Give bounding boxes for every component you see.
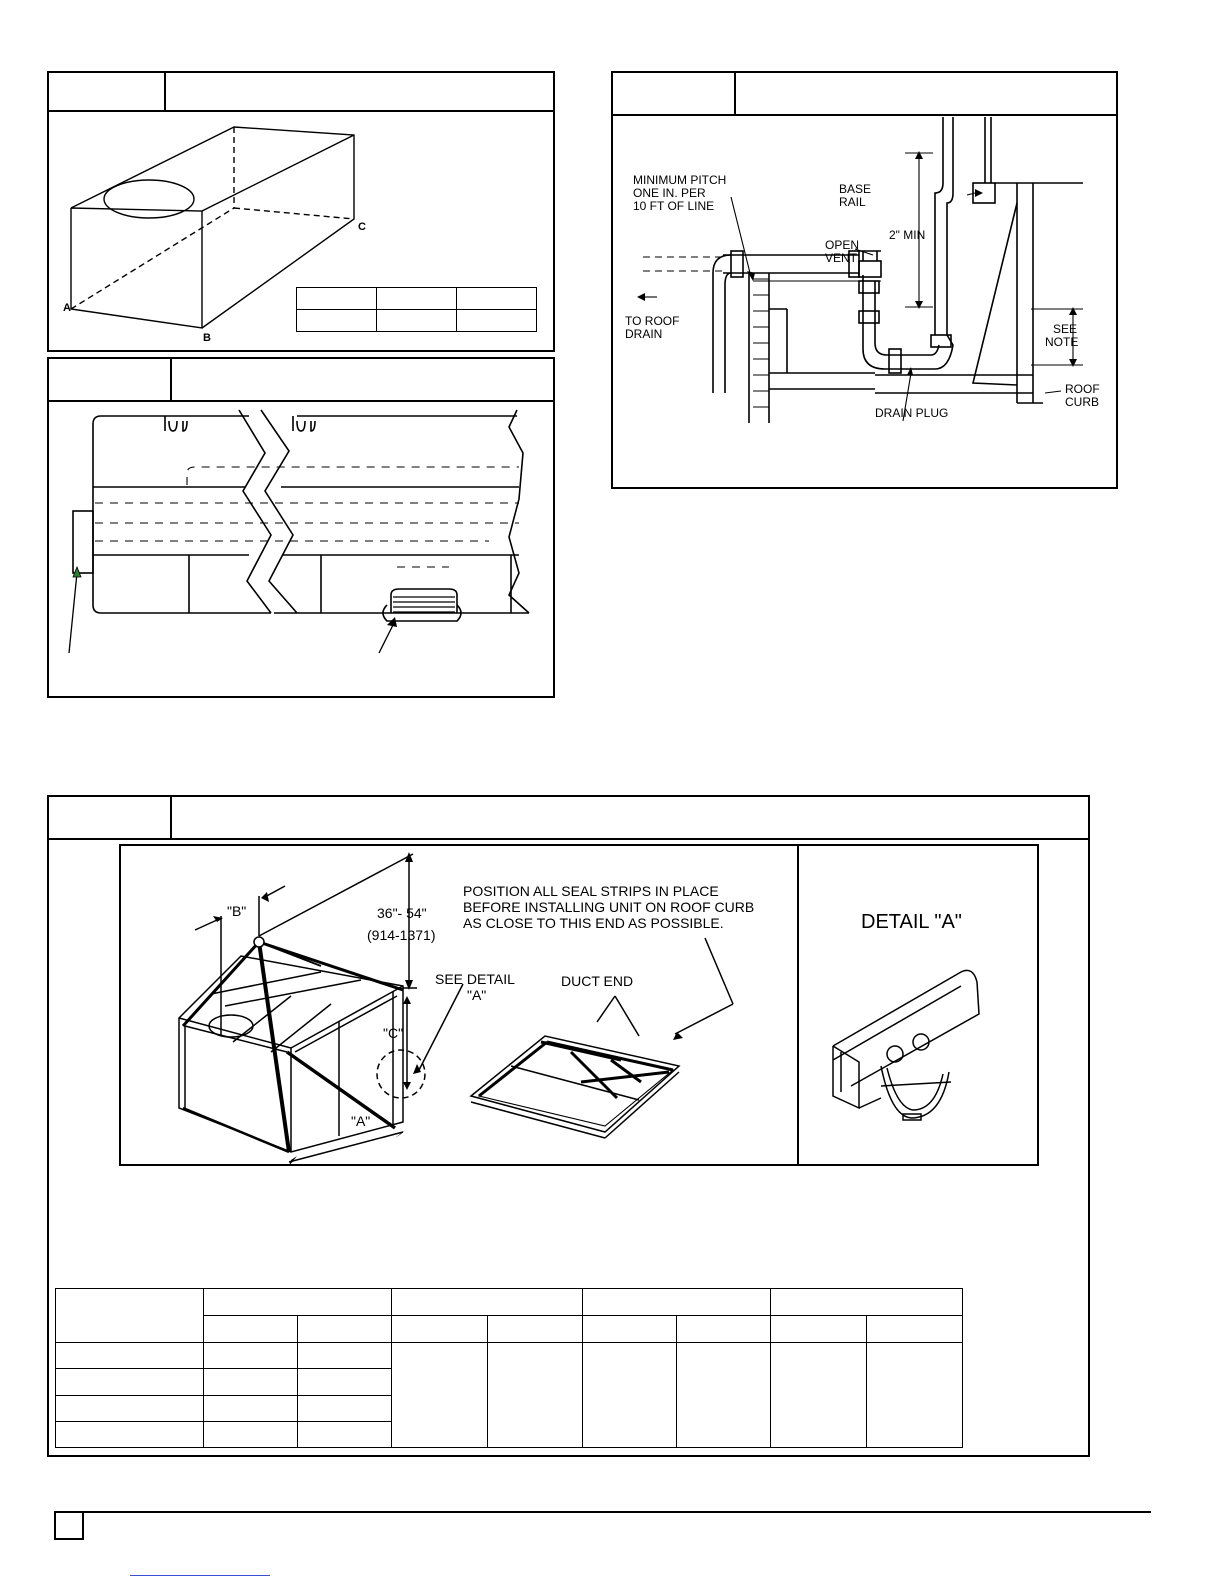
figure-header	[49, 73, 553, 112]
label-height-range-mm: (914-1371)	[367, 927, 436, 943]
table-row	[55, 1342, 963, 1448]
detail-title: DETAIL "A"	[861, 911, 962, 933]
label-minimum-pitch-2: ONE IN. PER	[633, 186, 706, 200]
label-open-vent-1: OPEN	[825, 238, 859, 252]
label-dim-b: "B"	[227, 903, 246, 919]
figure-number-tab	[49, 359, 172, 400]
figure-condensate-drain: MINIMUM PITCH ONE IN. PER 10 FT OF LINE …	[611, 71, 1118, 489]
figure-number-tab	[49, 797, 172, 838]
label-open-vent-2: VENT	[825, 251, 858, 265]
figure-number-tab	[613, 73, 736, 114]
label-see-note-1: SEE	[1053, 322, 1077, 336]
label-duct-end: DUCT END	[561, 973, 633, 989]
label-seal-strip-note-3: AS CLOSE TO THIS END AS POSSIBLE.	[463, 915, 724, 931]
label-see-detail-1: SEE DETAIL	[435, 971, 515, 987]
label-drain-plug: DRAIN PLUG	[875, 406, 948, 420]
label-min-height: 2" MIN	[889, 228, 925, 242]
figure-header	[49, 797, 1088, 840]
corner-label-b: B	[203, 332, 211, 344]
figure-number-tab	[49, 73, 166, 110]
table-row	[296, 287, 537, 310]
label-minimum-pitch-3: 10 FT OF LINE	[633, 199, 714, 213]
rigging-drawing-panel: "B" 36"- 54" (914-1371) "C" "A" SEE DETA…	[119, 844, 1039, 1166]
table-row	[296, 309, 537, 332]
figure-header	[49, 359, 553, 402]
label-base-rail-2: RAIL	[839, 195, 866, 209]
label-dim-a: "A"	[351, 1113, 370, 1129]
label-seal-strip-note-1: POSITION ALL SEAL STRIPS IN PLACE	[463, 883, 719, 899]
label-to-roof-drain-1: TO ROOF	[625, 314, 679, 328]
label-height-range: 36"- 54"	[377, 905, 427, 921]
page-number-box	[54, 1512, 84, 1540]
rigging-weight-table	[55, 1287, 963, 1449]
label-see-note-2: NOTE	[1045, 335, 1078, 349]
rigging-drawing: "B" 36"- 54" (914-1371) "C" "A" SEE DETA…	[178, 852, 980, 1166]
table-row	[56, 1315, 963, 1344]
marker-a-arrow	[72, 565, 82, 578]
figure-header	[613, 73, 1116, 116]
label-to-roof-drain-2: DRAIN	[625, 327, 662, 341]
table-row	[55, 1287, 963, 1344]
center-of-gravity-table	[296, 287, 537, 332]
figure-unit-side-view	[47, 357, 555, 698]
unit-side-drawing	[68, 409, 530, 654]
label-roof-curb-2: CURB	[1065, 395, 1099, 409]
table-row	[55, 1420, 963, 1449]
corner-label-c: C	[358, 221, 366, 233]
center-of-gravity-drawing: A B C	[63, 126, 366, 344]
table-row	[55, 1394, 963, 1422]
label-base-rail-1: BASE	[839, 182, 871, 196]
label-minimum-pitch-1: MINIMUM PITCH	[633, 173, 726, 187]
label-seal-strip-note-2: BEFORE INSTALLING UNIT ON ROOF CURB	[463, 899, 754, 915]
figure-center-of-gravity: A B C	[47, 71, 555, 352]
figure-rigging: "B" 36"- 54" (914-1371) "C" "A" SEE DETA…	[47, 795, 1090, 1457]
footer-link-underline[interactable]	[130, 1575, 270, 1576]
condensate-drain-drawing: MINIMUM PITCH ONE IN. PER 10 FT OF LINE …	[625, 117, 1100, 423]
label-roof-curb-1: ROOF	[1065, 382, 1100, 396]
label-dim-c: "C"	[383, 1025, 403, 1041]
corner-label-a: A	[63, 302, 71, 314]
table-row	[55, 1368, 963, 1396]
label-see-detail-2: "A"	[467, 987, 486, 1003]
detail-panel-divider	[797, 846, 799, 1164]
footer-rule	[54, 1511, 1151, 1513]
